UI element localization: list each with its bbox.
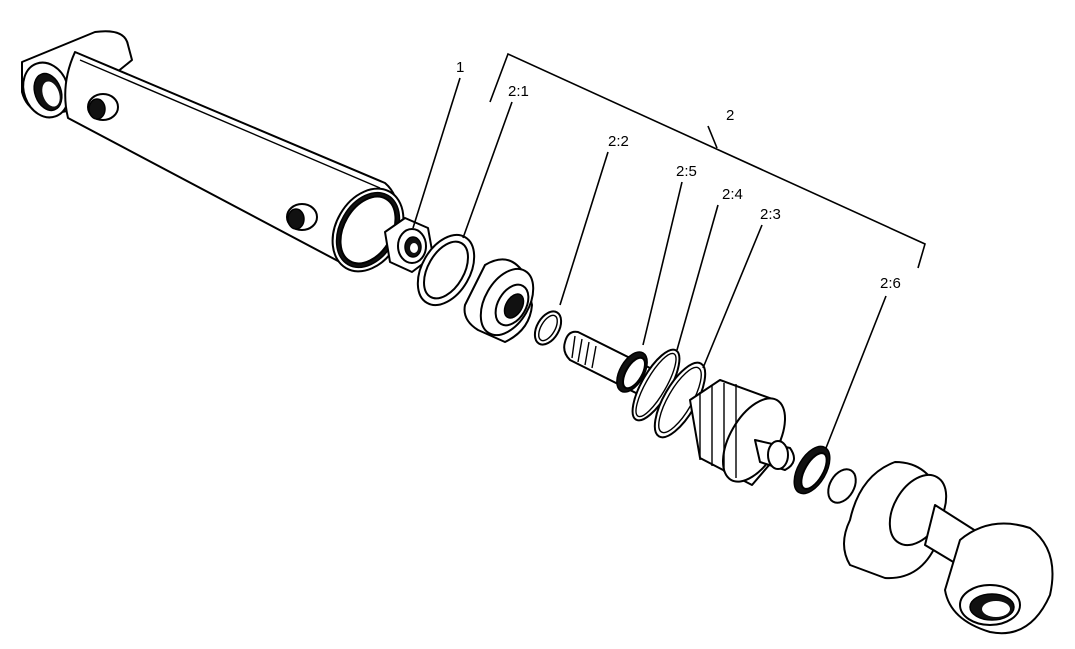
part-2-1-ring <box>416 233 476 307</box>
part-1-nut <box>384 217 434 273</box>
callout-2-2: 2:2 <box>608 133 629 150</box>
cylinder-barrel <box>21 30 405 273</box>
leader-lines <box>412 52 926 449</box>
part-2-5-seal <box>616 351 648 393</box>
callout-2-1: 2:1 <box>508 83 529 100</box>
piston-rod-eye <box>827 461 1054 635</box>
piston <box>689 379 795 486</box>
part-2-2-o-ring <box>533 310 563 346</box>
part-2-6-seal <box>793 445 831 495</box>
gland-bushing <box>463 258 535 343</box>
callout-2: 2 <box>726 107 734 124</box>
callout-1: 1 <box>456 59 464 76</box>
callout-2-3: 2:3 <box>760 206 781 223</box>
callout-2-6: 2:6 <box>880 275 901 292</box>
callout-2-4: 2:4 <box>722 186 743 203</box>
callout-labels: 1 2:1 2 2:2 2:5 2:4 2:3 2:6 <box>456 59 901 292</box>
callout-2-5: 2:5 <box>676 163 697 180</box>
